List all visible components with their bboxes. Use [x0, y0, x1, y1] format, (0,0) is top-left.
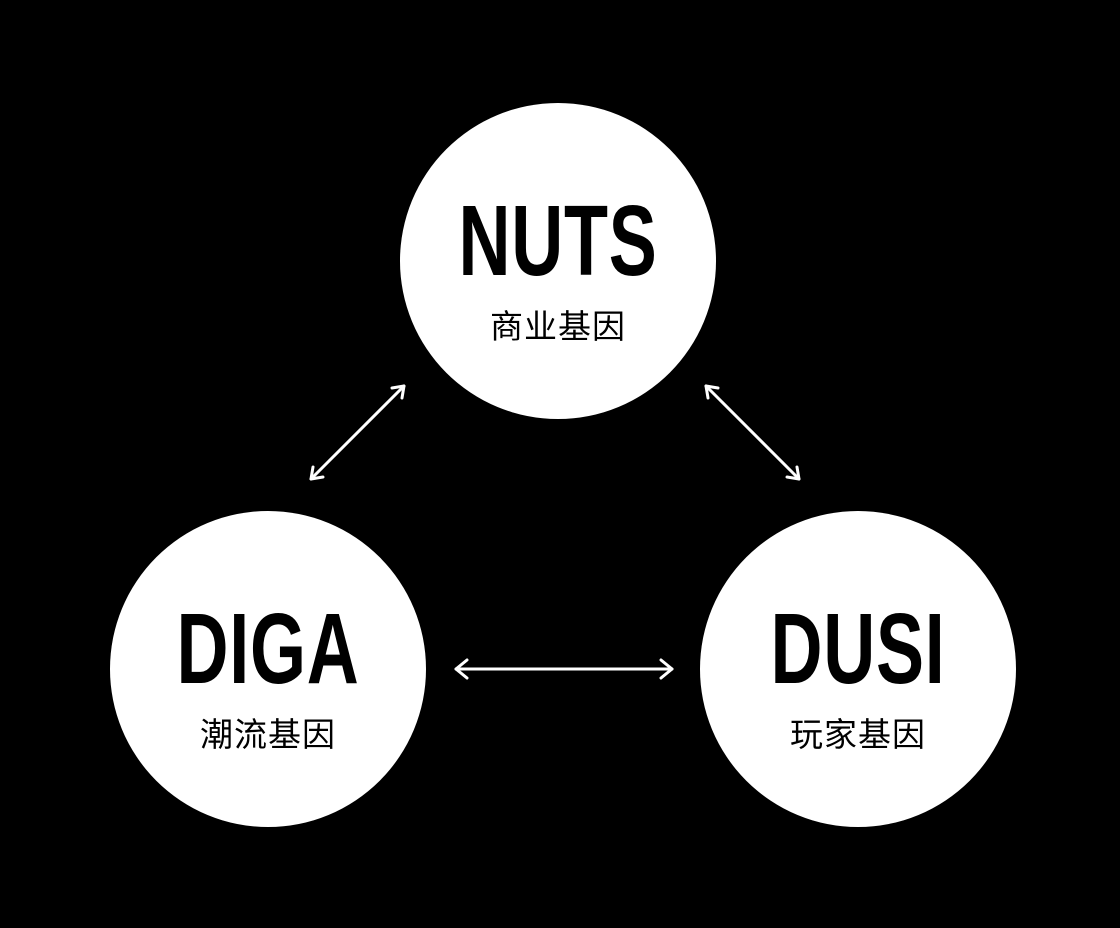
connector-nuts-dusi: [704, 384, 801, 481]
node-nuts-subtitle: 商业基因: [490, 307, 626, 346]
node-dusi-title: DUSI: [770, 593, 946, 705]
connector-nuts-diga: [309, 384, 406, 481]
node-dusi: DUSI 玩家基因: [700, 511, 1016, 827]
node-diga: DIGA 潮流基因: [110, 511, 426, 827]
node-diga-title: DIGA: [176, 593, 360, 705]
node-nuts-title: NUTS: [458, 185, 658, 297]
node-diga-subtitle: 潮流基因: [200, 715, 336, 754]
node-dusi-subtitle: 玩家基因: [790, 715, 926, 754]
node-nuts: NUTS 商业基因: [400, 103, 716, 419]
connector-diga-dusi: [454, 658, 674, 680]
